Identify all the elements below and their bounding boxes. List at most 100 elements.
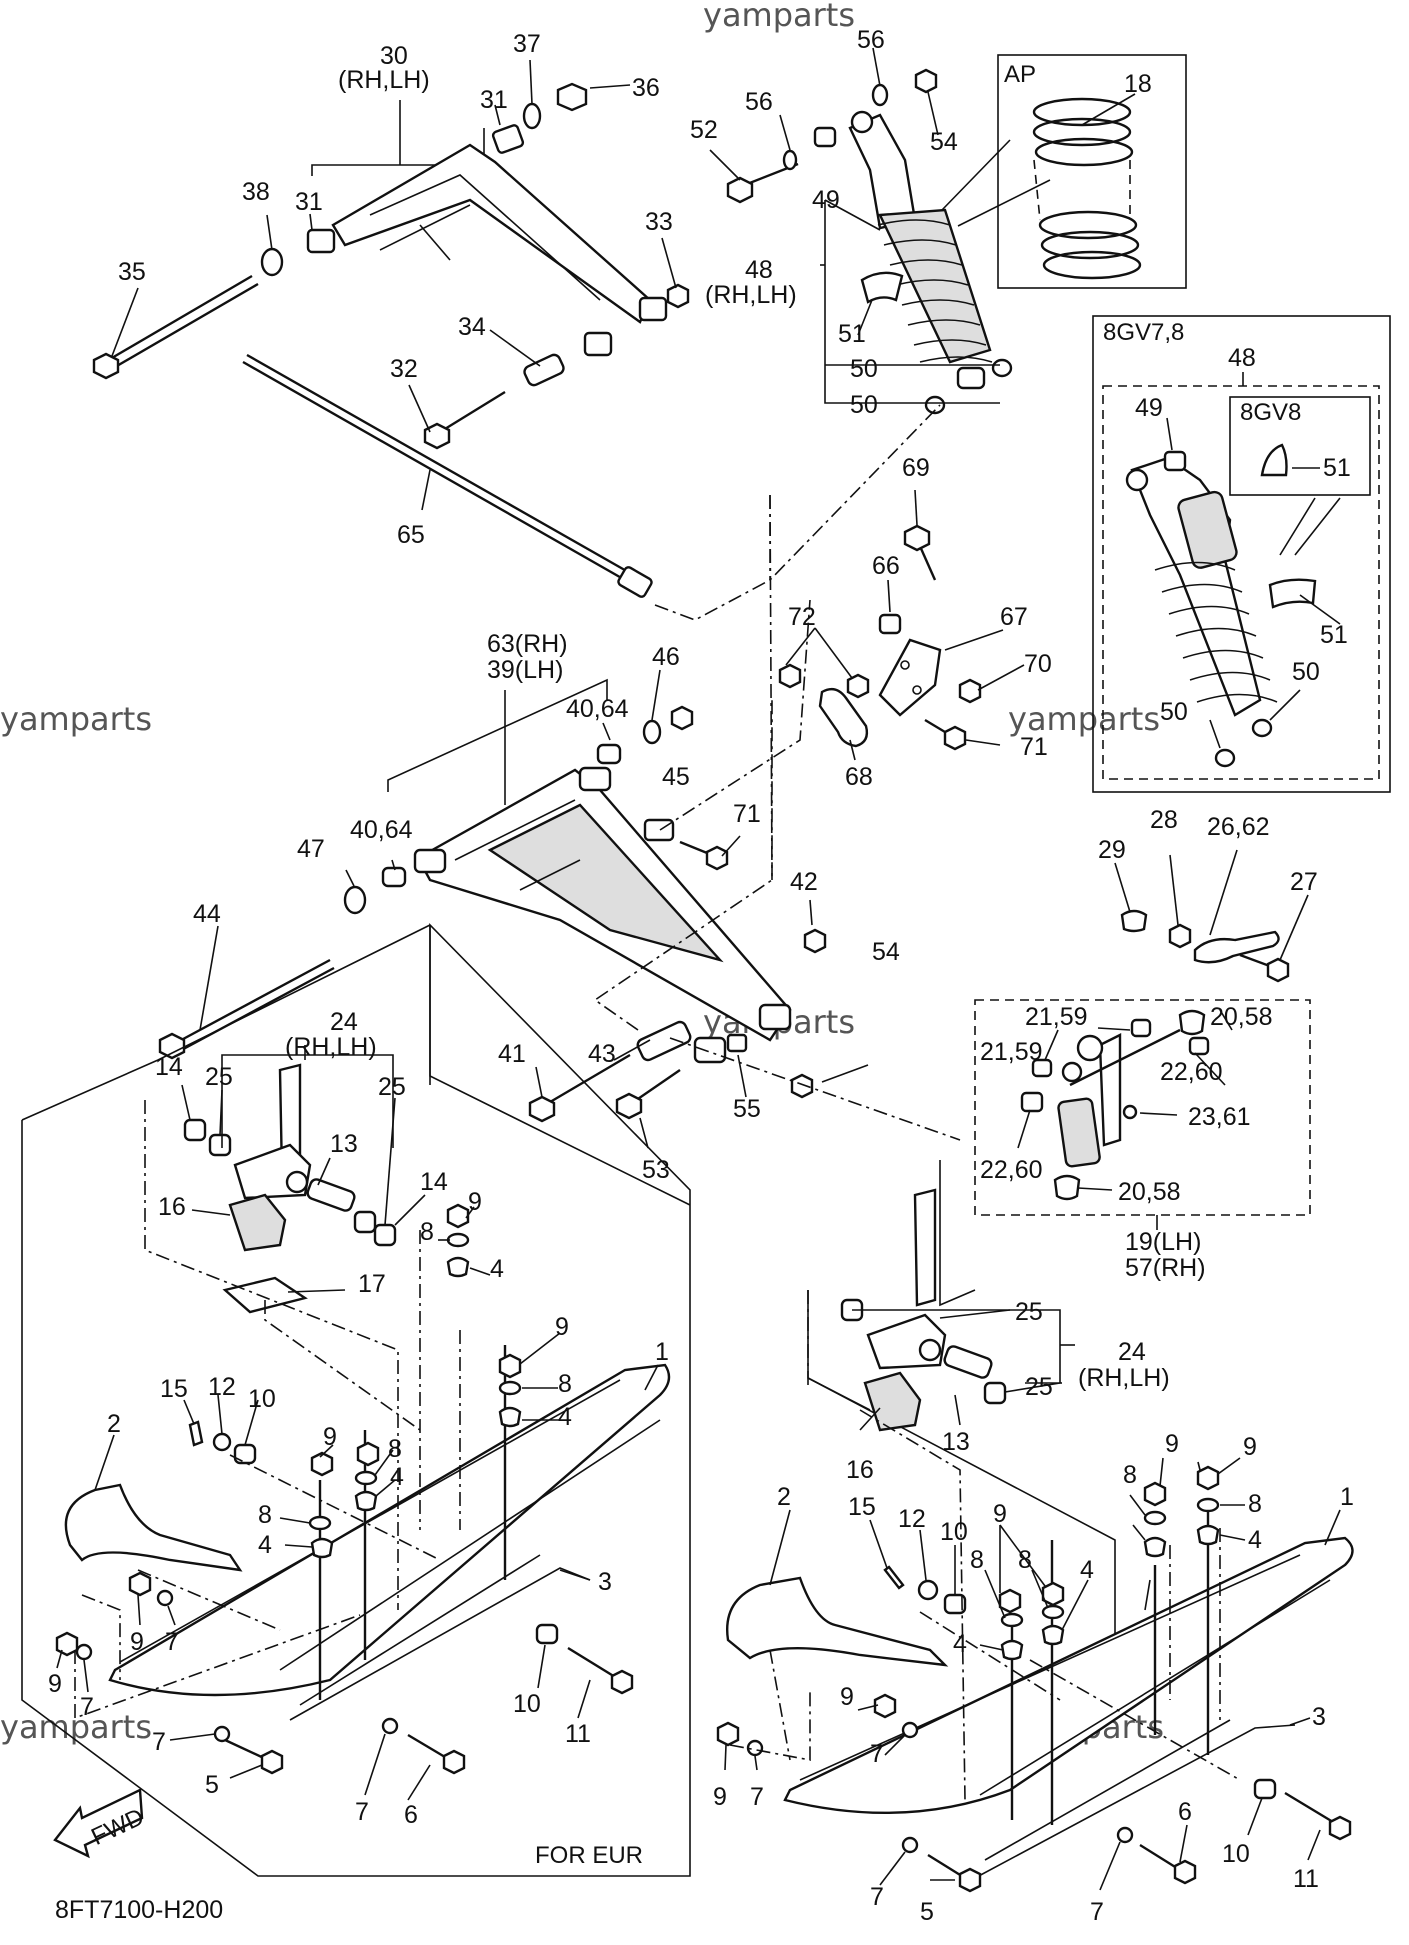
bushing-22-60a [1188, 1036, 1210, 1056]
callout-label: 40,64 [566, 695, 629, 723]
bolt-11-right [1328, 1815, 1352, 1841]
washer-7d [381, 1717, 399, 1735]
clip-51 [860, 271, 904, 304]
callout-label: 31 [295, 188, 323, 216]
callout-label: 36 [632, 74, 660, 102]
callout-label: 8 [1123, 1461, 1137, 1489]
callout-label: 25 [205, 1063, 233, 1091]
nut-9c-right [998, 1588, 1022, 1614]
callout-label: 9 [48, 1670, 62, 1698]
callout-label: 9 [323, 1423, 337, 1451]
bolt-35 [92, 352, 120, 380]
callout-label: 22,60 [1160, 1058, 1223, 1086]
nut-9c [310, 1451, 334, 1477]
callout-label: 68 [845, 763, 873, 791]
washer-8c [308, 1515, 332, 1531]
callout-label: 4 [558, 1403, 572, 1431]
callout-label: 21,59 [1025, 1003, 1088, 1031]
callout-label: 4 [258, 1531, 272, 1559]
callout-label: 28 [1150, 806, 1178, 834]
nut-9d [128, 1571, 152, 1597]
callout-label: 25 [378, 1073, 406, 1101]
stopper-16 [228, 1193, 287, 1252]
collar-10a [233, 1443, 257, 1465]
shock-group [709, 47, 1013, 415]
bushing-20-58b [1053, 1174, 1081, 1201]
callout-label: 19(LH) [1125, 1228, 1201, 1256]
washer-46 [642, 719, 662, 745]
callout-label: 33 [645, 208, 673, 236]
bracket-group [778, 489, 1025, 761]
callout-label: (RH,LH) [705, 281, 797, 309]
runner-3-right [974, 1724, 1296, 1879]
callout-label: 10 [940, 1518, 968, 1546]
watermark: yamparts [0, 700, 152, 738]
callout-label: 14 [155, 1053, 183, 1081]
ap-inset: AP 18 [941, 54, 1187, 289]
washer-7c [213, 1725, 231, 1743]
callout-label: 50 [850, 391, 878, 419]
washer-7b [75, 1643, 93, 1661]
collar-34 [523, 353, 565, 387]
bolt-53 [615, 1092, 643, 1120]
callout-label: 52 [690, 116, 718, 144]
callout-label: 20,58 [1210, 1003, 1273, 1031]
nut-42 [803, 928, 827, 954]
callout-label: 72 [788, 603, 816, 631]
callout-label: 3 [1312, 1703, 1326, 1731]
callout-label: 57(RH) [1125, 1254, 1206, 1282]
callout-label: 26,62 [1207, 813, 1270, 841]
callout-label: 10 [1222, 1840, 1250, 1868]
callout-label: (RH,LH) [285, 1033, 377, 1061]
callout-label: 3 [598, 1568, 612, 1596]
bolt-69 [903, 524, 931, 552]
callout-label: 69 [902, 454, 930, 482]
ap-box [997, 54, 1187, 289]
nut-36 [556, 82, 588, 112]
callout-label: 50 [1292, 658, 1320, 686]
nut-72b [846, 673, 870, 699]
callout-label: 7 [355, 1798, 369, 1826]
callout-label: 45 [662, 763, 690, 791]
spring-18 [1032, 97, 1142, 280]
callout-label: 12 [208, 1373, 236, 1401]
callout-label: 48 [745, 256, 773, 284]
callout-label: 51 [1320, 621, 1348, 649]
watermark: yamparts [703, 0, 855, 34]
callout-label: 8 [258, 1501, 272, 1529]
callout-label: 1 [655, 1338, 669, 1366]
callout-labels: 30 (RH,LH) 37 36 31 31 38 33 35 34 32 65… [48, 26, 1354, 1926]
callout-label: 2 [107, 1410, 121, 1438]
callout-label: (RH,LH) [338, 66, 430, 94]
callout-label: 41 [498, 1040, 526, 1068]
callout-label: 39(LH) [487, 656, 563, 684]
bolt-71 [943, 725, 967, 751]
nut-9e-right [716, 1721, 740, 1747]
callout-label: 24 [1118, 1338, 1146, 1366]
callout-label: 70 [1024, 650, 1052, 678]
bushing-21-59b [1031, 1058, 1053, 1078]
stopper-16-right [863, 1371, 922, 1432]
callout-label: 11 [1293, 1865, 1319, 1893]
callout-label: 54 [872, 938, 900, 966]
callout-label: 49 [1135, 394, 1163, 422]
callout-label: 13 [942, 1428, 970, 1456]
callout-label: 13 [330, 1130, 358, 1158]
bushing-4c [310, 1537, 334, 1559]
callout-label: 56 [857, 26, 885, 54]
callout-label: 43 [588, 1040, 616, 1068]
callout-label: 4 [390, 1463, 404, 1491]
callout-label: 50 [1160, 698, 1188, 726]
callout-label: 35 [118, 258, 146, 286]
callout-label: 4 [490, 1255, 504, 1283]
callout-label: 63(RH) [487, 630, 568, 658]
callout-label: 55 [733, 1095, 761, 1123]
bushing-21-59a [1130, 1018, 1152, 1038]
callout-label: 25 [1015, 1298, 1043, 1326]
washer-7c-right [1116, 1826, 1134, 1844]
spacer-55 [726, 1033, 748, 1053]
washer-8b [498, 1380, 522, 1396]
callout-label: 16 [846, 1456, 874, 1484]
diagram-code: 8FT7100-H200 [55, 1896, 223, 1924]
